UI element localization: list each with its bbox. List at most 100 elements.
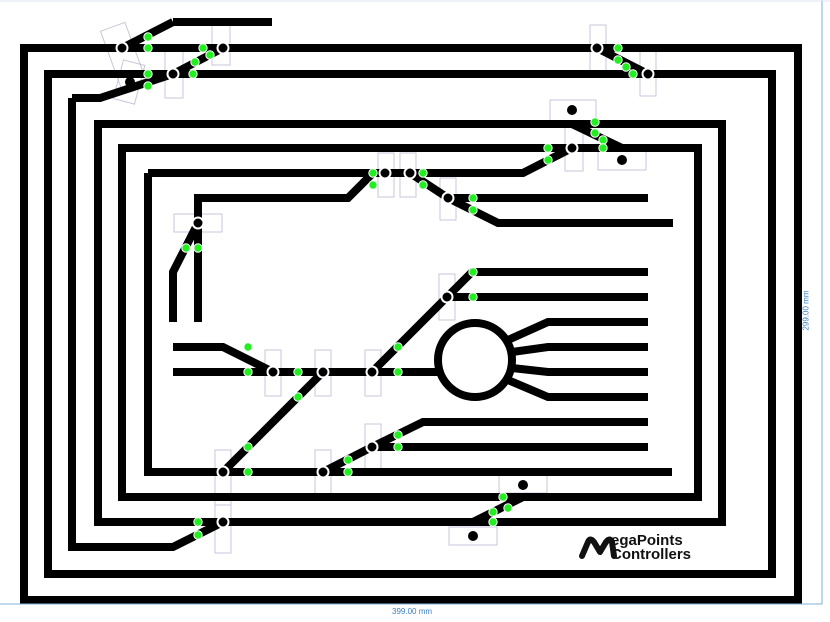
led-indicator [498, 492, 508, 502]
led-indicator [628, 69, 638, 79]
signal-dot [125, 77, 135, 87]
track-segment [369, 268, 648, 375]
track-segment [194, 170, 376, 322]
turntable [434, 319, 516, 401]
point-pivot-button[interactable] [216, 465, 230, 479]
point-pivot-button[interactable] [365, 440, 379, 454]
led-indicator [193, 530, 203, 540]
led-indicator [143, 43, 153, 53]
point-pivot-button[interactable] [565, 141, 579, 155]
signal-dot [518, 480, 528, 490]
indicator-leds [143, 32, 638, 540]
led-indicator [468, 292, 478, 302]
led-indicator [488, 517, 498, 527]
logo-line-1: egaPoints [611, 532, 683, 549]
led-indicator [143, 69, 153, 79]
track-lines [20, 18, 802, 604]
led-indicator [343, 455, 353, 465]
led-indicator [543, 155, 553, 165]
led-indicator [488, 507, 498, 517]
track-segment [511, 364, 648, 376]
led-indicator [393, 430, 403, 440]
point-pivot-button[interactable] [216, 41, 230, 55]
led-indicator [468, 193, 478, 203]
led-indicator [418, 168, 428, 178]
signal-dot [617, 155, 627, 165]
led-indicator [193, 517, 203, 527]
track-segment [173, 343, 275, 376]
point-pivot-button[interactable] [166, 67, 180, 81]
point-pivot-button[interactable] [641, 67, 655, 81]
point-pivot-button[interactable] [115, 41, 129, 55]
height-dimension-label: 299.00 mm [801, 290, 811, 331]
led-indicator [343, 467, 353, 477]
signal-dots [125, 77, 627, 541]
led-indicator [613, 55, 623, 65]
point-pivot-button[interactable] [316, 465, 330, 479]
dimension-lines [0, 0, 830, 605]
led-indicator [613, 43, 623, 53]
led-indicator [598, 143, 608, 153]
led-indicator [393, 342, 403, 352]
led-indicator [243, 367, 253, 377]
led-indicator [143, 81, 153, 91]
turntable-circle[interactable] [434, 319, 516, 401]
led-indicator [188, 69, 198, 79]
led-indicator [468, 205, 478, 215]
track-segment [471, 493, 525, 526]
track-segment [506, 318, 648, 344]
track-segment [94, 120, 726, 526]
led-indicator [598, 135, 608, 145]
led-indicator [293, 392, 303, 402]
track-segment [148, 144, 574, 177]
megapoints-logo-icon [579, 536, 617, 559]
track-segment [44, 70, 776, 578]
point-pivot-button[interactable] [403, 166, 417, 180]
led-indicator [590, 128, 600, 138]
led-indicator [621, 62, 631, 72]
point-motor-outline [448, 526, 498, 546]
point-pivots [115, 41, 655, 529]
led-indicator [590, 117, 600, 127]
point-pivot-button[interactable] [365, 365, 379, 379]
point-pivot-button[interactable] [191, 216, 205, 230]
point-pivot-button[interactable] [316, 365, 330, 379]
led-indicator [418, 180, 428, 190]
led-indicator [193, 243, 203, 253]
point-pivot-button[interactable] [378, 166, 392, 180]
led-indicator [293, 367, 303, 377]
track-segment [511, 343, 648, 356]
led-indicator [543, 143, 553, 153]
led-indicator [243, 342, 253, 352]
led-indicator [368, 180, 378, 190]
point-pivot-button[interactable] [440, 290, 454, 304]
led-indicator [190, 57, 200, 67]
signal-dot [468, 531, 478, 541]
led-indicator [198, 43, 208, 53]
track-segment [144, 173, 672, 476]
led-indicator [468, 267, 478, 277]
signal-dot [567, 105, 577, 115]
led-indicator [243, 467, 253, 477]
led-indicator [205, 50, 215, 60]
track-segment [169, 221, 202, 322]
point-pivot-button[interactable] [590, 41, 604, 55]
point-pivot-button[interactable] [441, 191, 455, 205]
track-segment [220, 369, 326, 475]
logo-line-2: Controllers [611, 546, 692, 563]
point-motor-outline [214, 449, 232, 521]
led-indicator [143, 32, 153, 42]
track-segment [506, 376, 648, 401]
point-pivot-button[interactable] [216, 515, 230, 529]
led-indicator [243, 442, 253, 452]
led-indicator [503, 503, 513, 513]
led-indicator [393, 442, 403, 452]
track-segment [20, 44, 802, 604]
led-indicator [393, 367, 403, 377]
width-dimension-label: 399.00 mm [392, 607, 433, 616]
led-indicator [181, 243, 191, 253]
point-pivot-button[interactable] [266, 365, 280, 379]
led-indicator [368, 168, 378, 178]
